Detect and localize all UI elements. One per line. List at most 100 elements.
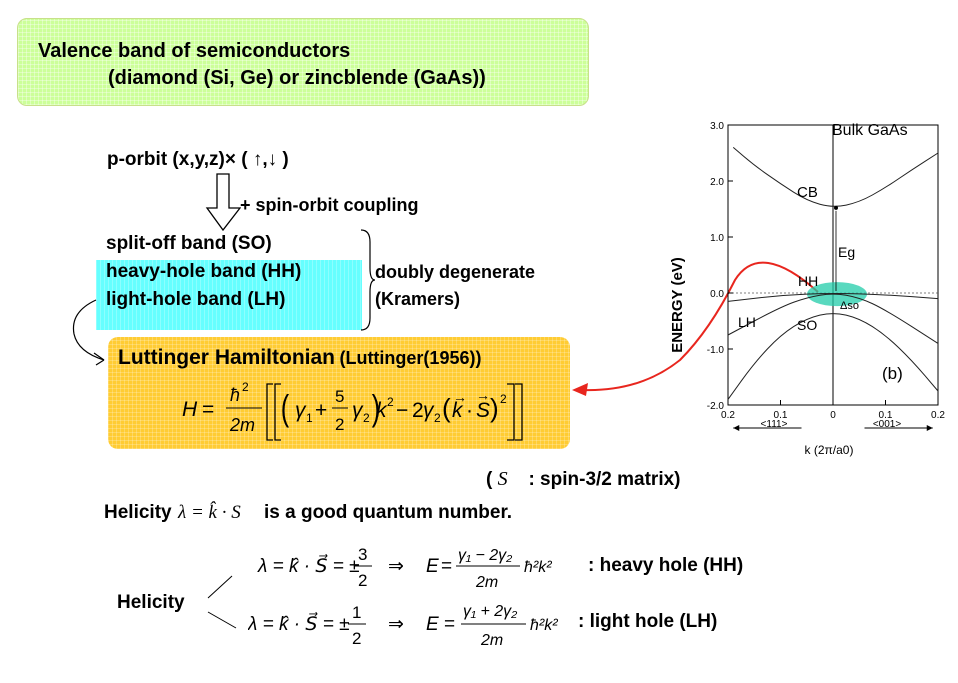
svg-text:ħ²k²: ħ²k² [524, 559, 552, 576]
luttinger-ref: (Luttinger(1956)) [339, 348, 482, 368]
svg-text:γ₁ − 2γ₂: γ₁ − 2γ₂ [458, 547, 512, 564]
band-curve-hh [727, 292, 939, 302]
svg-text:2: 2 [363, 411, 370, 425]
svg-text:k: k [376, 399, 388, 422]
luttinger-title: Luttinger Hamiltonian [118, 346, 335, 369]
svg-text:E: E [426, 556, 439, 577]
y-tick-label: 1.0 [710, 233, 724, 244]
p-orbit-label: p-orbit (x,y,z)× ( ↑,↓ ) [107, 149, 289, 170]
y-tick-label: 2.0 [710, 177, 724, 188]
good-quantum-number-label: is a good quantum number. [264, 502, 513, 523]
cyan-highlight [96, 260, 362, 330]
svg-text:2: 2 [387, 395, 394, 409]
svg-text:2m: 2m [229, 415, 255, 435]
svg-text:E: E [426, 614, 439, 635]
band-curve-lh [727, 293, 939, 344]
luttinger-box [108, 337, 570, 449]
red-curved-arrow-icon [572, 261, 819, 396]
eg-label: Eg [838, 244, 855, 260]
svg-text:2m: 2m [475, 574, 498, 591]
x-tick-label: 0.1 [774, 410, 788, 421]
svg-text:3: 3 [358, 545, 367, 564]
svg-text:2: 2 [500, 392, 507, 406]
helicity-heading-1: Helicity [104, 502, 172, 523]
svg-text:H: H [182, 398, 198, 421]
svg-text:⇒: ⇒ [388, 614, 404, 635]
svg-text:S: S [476, 399, 490, 422]
svg-text:+: + [315, 399, 327, 422]
svg-text:2: 2 [434, 411, 441, 425]
helicity-formulas: λ = k̂ · S⃗ = ± 3 2 ⇒ E = γ₁ − 2γ₂ 2m ħ²… [248, 545, 558, 649]
x-tick-label: 0.2 [721, 410, 735, 421]
title-line-1: Valence band of semiconductors [38, 40, 351, 62]
svg-text:⇒: ⇒ [388, 556, 404, 577]
svg-text:1: 1 [306, 411, 313, 425]
panel-label: (b) [882, 364, 903, 383]
svg-text:(: ( [442, 393, 451, 423]
svg-text:→: → [453, 389, 467, 405]
svg-text:γ: γ [352, 399, 364, 422]
hollow-down-arrow-icon [205, 173, 241, 232]
luttinger-formula: H = ħ 2 2m ( γ 1 + 5 2 γ 2 ) k 2 − 2 γ 2… [182, 380, 523, 441]
x-tick-label: 0 [830, 410, 836, 421]
svg-text:2: 2 [412, 399, 424, 422]
spin-orbit-label: + spin-orbit coupling [240, 195, 419, 215]
cb-label: CB [797, 184, 818, 201]
svg-text:ħ²k²: ħ²k² [530, 617, 558, 634]
svg-text:γ: γ [295, 399, 307, 422]
title-line-2: (diamond (Si, Ge) or zincblende (GaAs)) [108, 67, 486, 89]
direction-label-001: <001> [873, 419, 902, 430]
spin-note-open-paren: ( [486, 469, 493, 490]
direction-arrowhead-111 [733, 425, 740, 431]
svg-text:(: ( [281, 388, 290, 429]
y-tick-label: -2.0 [707, 401, 725, 412]
svg-text:γ₁ + 2γ₂: γ₁ + 2γ₂ [463, 603, 517, 620]
svg-text:=: = [441, 556, 452, 577]
svg-text:→: → [476, 387, 490, 403]
svg-text:·: · [466, 399, 473, 422]
light-hole-band-label: light-hole band (LH) [106, 289, 286, 310]
spin-note-text: : spin-3/2 matrix) [528, 469, 681, 490]
hh-label: HH [798, 273, 818, 289]
y-axis-label: ENERGY (eV) [669, 257, 686, 353]
chart-title: Bulk GaAs [832, 122, 908, 139]
band-curve-cb [732, 147, 939, 207]
svg-text:=: = [202, 398, 214, 421]
svg-text:): ) [372, 388, 380, 429]
x-axis-label: k (2π/a0) [805, 443, 854, 457]
band-curve-so [727, 313, 939, 400]
svg-text:k: k [452, 399, 464, 422]
direction-label-111: <111> [761, 419, 788, 430]
y-tick-label: 3.0 [710, 121, 724, 132]
svg-text:2: 2 [335, 415, 344, 434]
spin-matrix-note: ( S⃗ : spin-3/2 matrix) [486, 468, 681, 491]
s-vector-symbol: S⃗ [497, 468, 524, 490]
x-tick-label: 0.1 [879, 410, 893, 421]
y-tick-label: 0.0 [710, 289, 724, 300]
svg-text:γ: γ [423, 399, 435, 422]
heavy-hole-band-label: heavy-hole band (HH) [106, 261, 302, 282]
split-off-band-label: split-off band (SO) [106, 233, 272, 254]
doubly-degenerate-label: doubly degenerate [375, 262, 536, 282]
delta-so-label: Δso [840, 300, 859, 312]
curved-arrow-icon [72, 299, 105, 366]
svg-text:−: − [396, 399, 408, 422]
svg-text:2: 2 [352, 629, 361, 648]
svg-text:λ = k̂ · S⃗ = ±: λ = k̂ · S⃗ = ± [248, 612, 350, 635]
direction-arrowhead-001 [926, 425, 933, 431]
luttinger-heading: Luttinger Hamiltonian (Luttinger(1956)) [118, 346, 481, 370]
title-box [17, 18, 589, 106]
svg-text:1: 1 [352, 603, 361, 622]
svg-text:2m: 2m [480, 632, 503, 649]
heavy-hole-label: : heavy hole (HH) [588, 555, 744, 576]
helicity-definition: λ = k̂ · S⃗ [178, 502, 256, 523]
svg-text:=: = [444, 614, 455, 635]
kramers-label: (Kramers) [375, 289, 461, 309]
light-hole-label: : light hole (LH) [578, 611, 718, 632]
x-tick-label: 0.2 [931, 410, 945, 421]
helicity-branch-lines [207, 575, 237, 629]
svg-text:2: 2 [358, 571, 367, 590]
helicity-heading-2: Helicity [117, 592, 185, 613]
cb-minimum-point [834, 205, 838, 210]
